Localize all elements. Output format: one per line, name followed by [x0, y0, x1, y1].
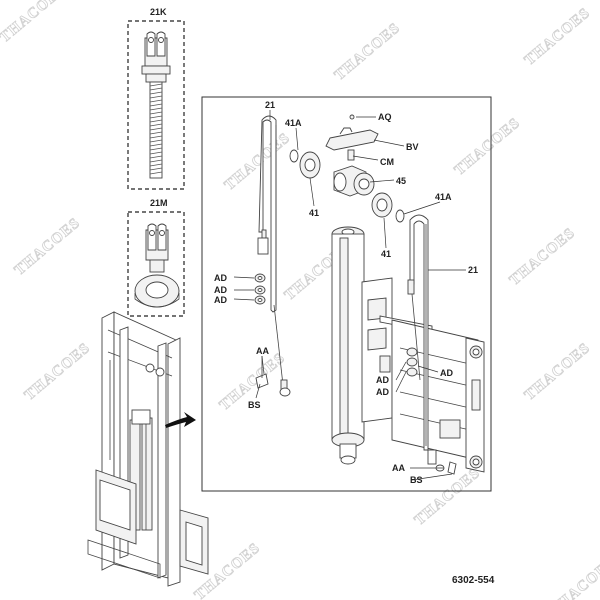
watermark: THACOES [332, 20, 404, 84]
left-fasteners [254, 149, 321, 389]
inset-21k-label: 21K [150, 7, 167, 17]
callout-41a-top: 41A [285, 118, 302, 128]
left-chain [257, 115, 291, 397]
watermark: THACOES [522, 5, 594, 69]
callout-aq: AQ [378, 112, 392, 122]
callout-41a-right: 41A [435, 192, 452, 202]
nut-stack-left [254, 273, 266, 305]
callout-ad-mid-2: AD [376, 387, 389, 397]
callout-ad-3: AD [214, 295, 227, 305]
carriage-section [361, 277, 485, 473]
callout-41-left: 41 [309, 208, 319, 218]
pulley-assembly [325, 114, 405, 223]
leader-lines [233, 110, 466, 481]
inset-21k: 21K [127, 7, 185, 190]
watermark: THACOES [547, 555, 600, 600]
watermark: THACOES [22, 340, 94, 404]
drawing-number: 6302-554 [452, 575, 495, 586]
callout-45: 45 [396, 176, 406, 186]
detail-frame [201, 96, 492, 492]
inset-21m-label: 21M [150, 198, 168, 208]
inset-21m: 21M [127, 198, 185, 317]
watermark: THACOES [522, 340, 594, 404]
callout-41-right: 41 [381, 249, 391, 259]
callout-bs-bottom: BS [410, 475, 423, 485]
callout-aa-bottom: AA [392, 463, 405, 473]
lift-cylinder [331, 226, 365, 465]
callout-labels: 21 41A AQ BV CM 45 41 41A 41 21 AD AD AD… [214, 100, 478, 485]
callout-ad-mid-1: AD [376, 375, 389, 385]
watermark: THACOES [0, 0, 69, 46]
callout-bv: BV [406, 142, 419, 152]
watermark: THACOES [222, 130, 294, 194]
callout-bs-left: BS [248, 400, 261, 410]
callout-aa-left: AA [256, 346, 269, 356]
watermark: THACOES [507, 225, 579, 289]
nut-stack-right [406, 347, 418, 377]
callout-21-right: 21 [468, 265, 478, 275]
callout-cm: CM [380, 157, 394, 167]
mast-overview [87, 311, 209, 587]
callout-21-left: 21 [265, 100, 275, 110]
watermark: THACOES [452, 115, 524, 179]
right-chain [406, 214, 457, 475]
callout-ad-2: AD [214, 285, 227, 295]
watermark: THACOES [12, 215, 84, 279]
callout-ad-1: AD [214, 273, 227, 283]
callout-ad-right: AD [440, 368, 453, 378]
